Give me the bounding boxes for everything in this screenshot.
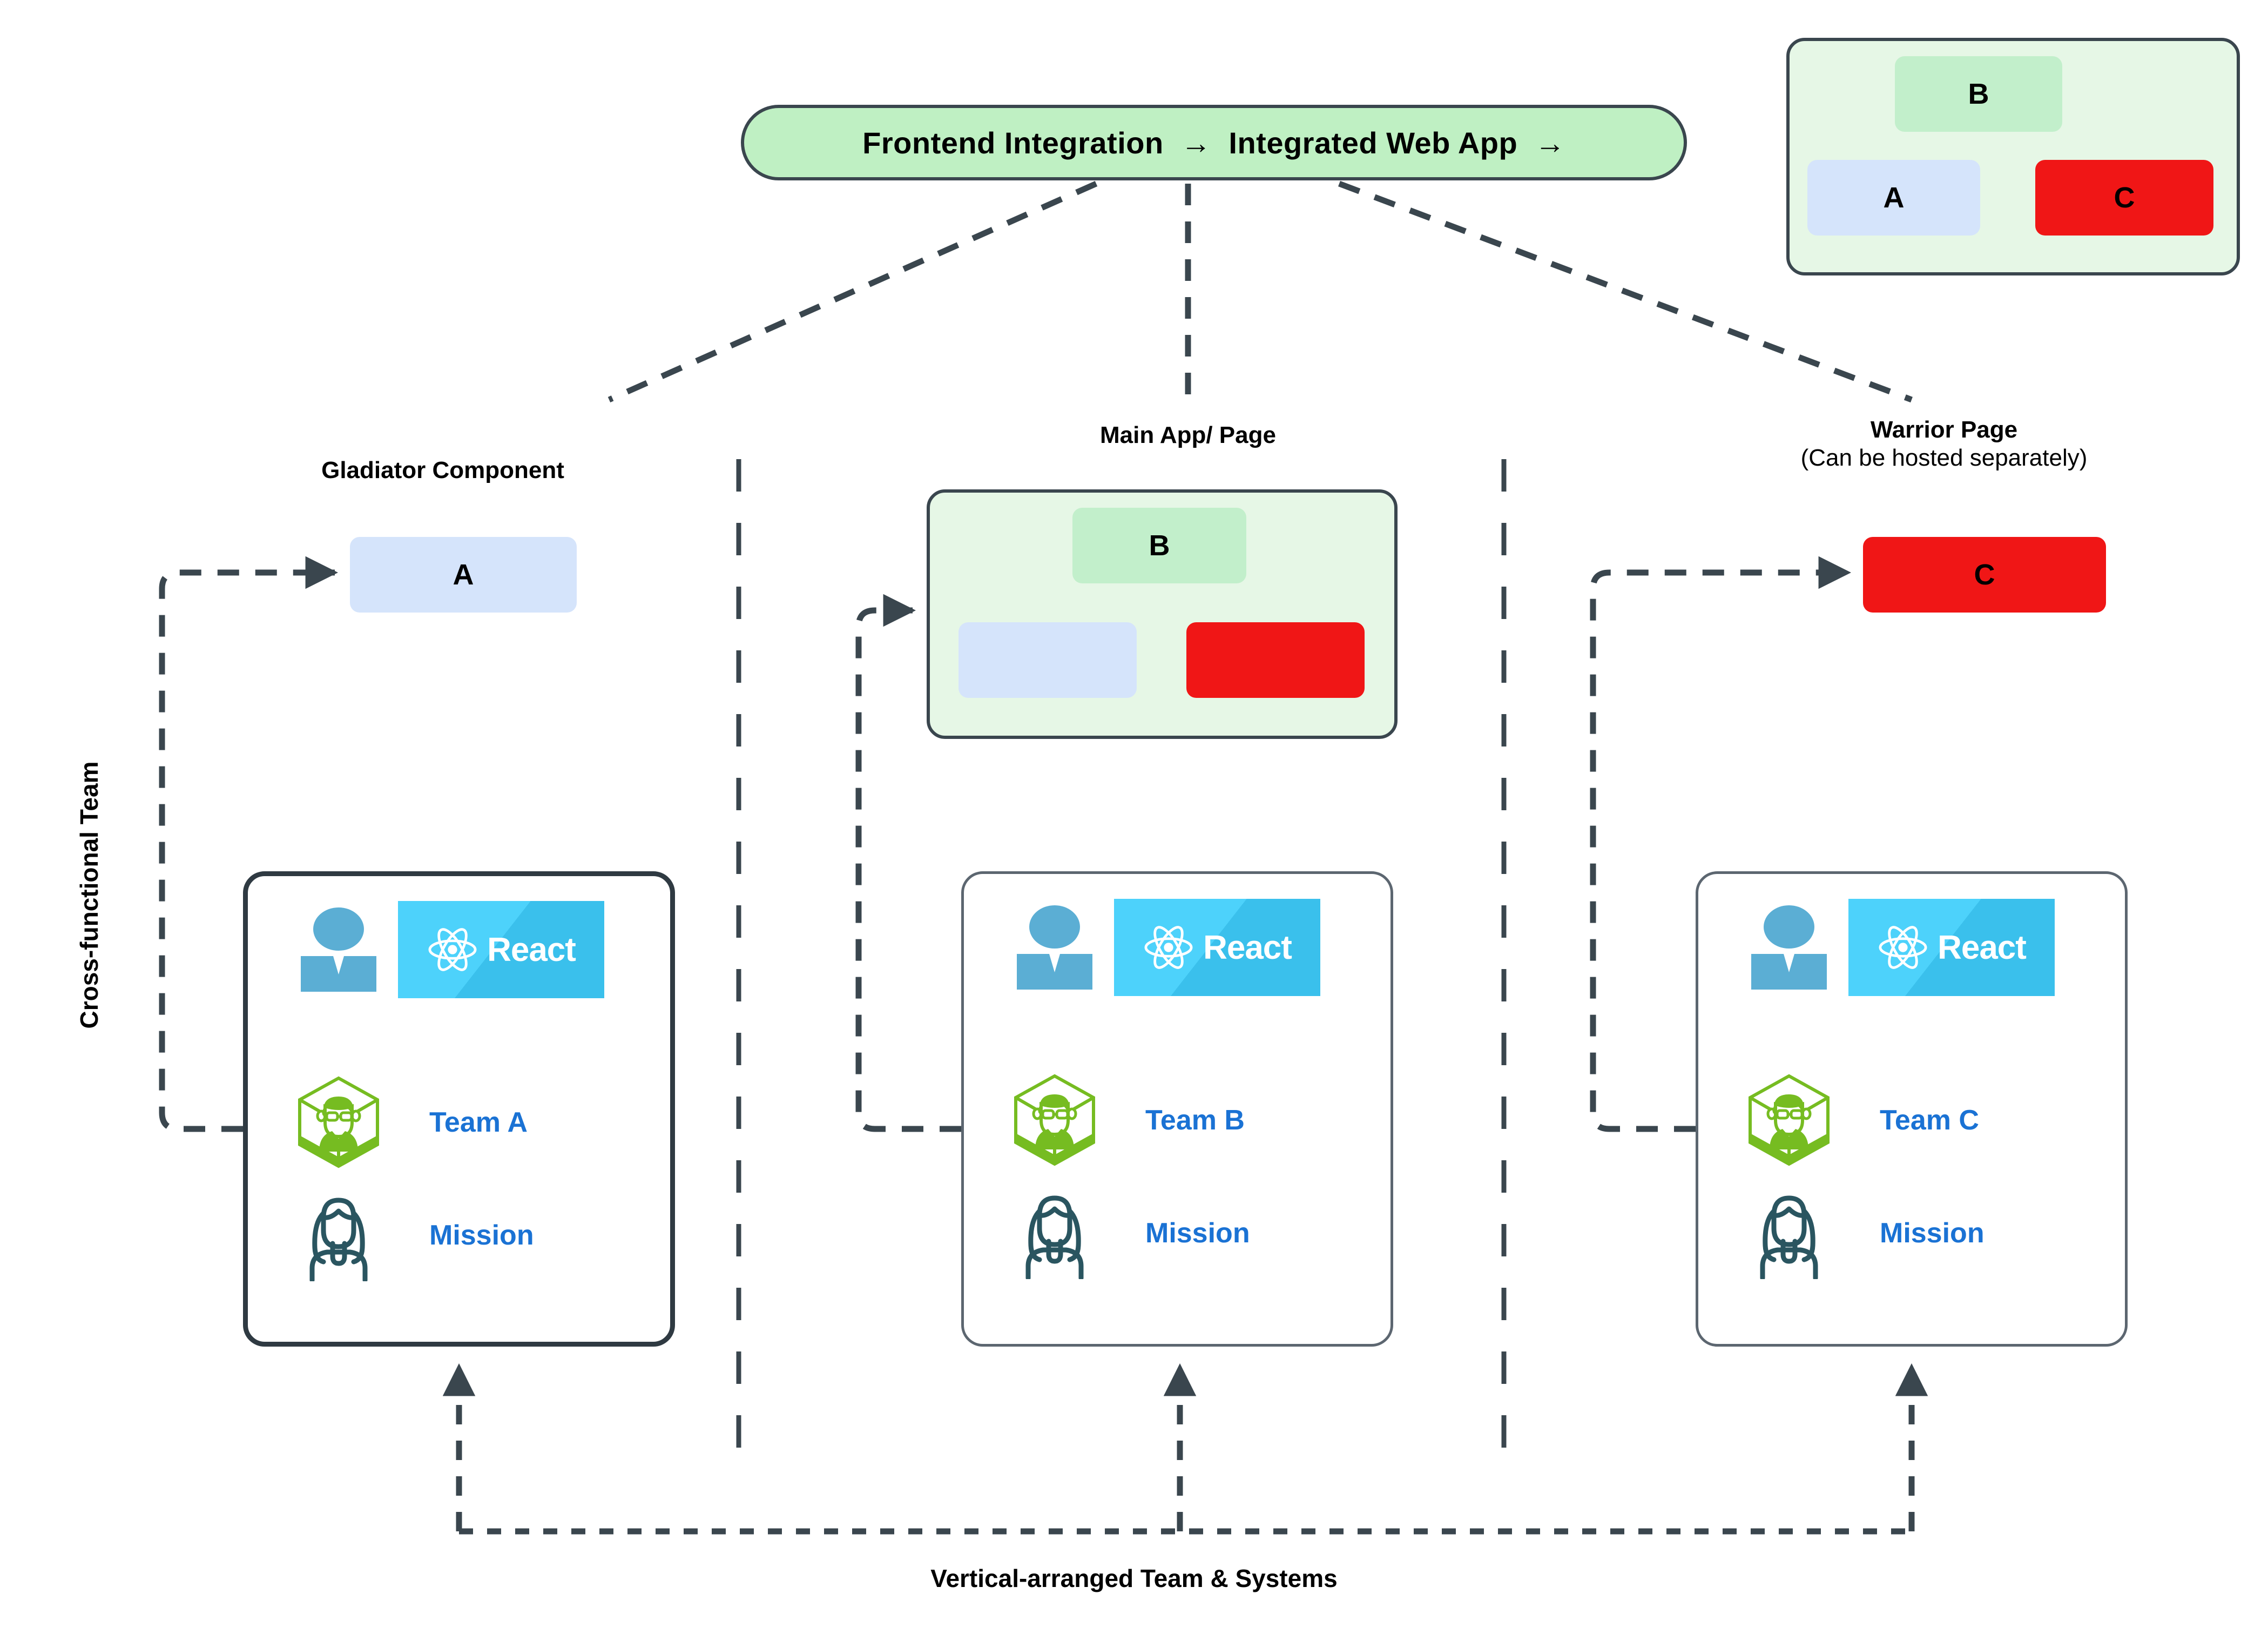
main-app-mockup: B (927, 489, 1398, 739)
team-c-label: Team C (1880, 1104, 1979, 1136)
team-c-tech-row: React (1730, 899, 2055, 996)
integrated-web-app-legend: B A C (1786, 38, 2240, 275)
react-logo-badge: React (398, 901, 604, 998)
column-header-warrior-subtitle: (Can be hosted separately) (1800, 444, 2088, 471)
column-header-gladiator-title: Gladiator Component (321, 457, 564, 483)
wire-team-c-to-block-c (1590, 556, 1852, 1132)
team-a-tech-row: React (279, 901, 604, 998)
team-a-mission-row: Mission (279, 1189, 534, 1281)
wire-team-a-to-block-a (159, 556, 339, 1132)
team-b-name-row: Team B (995, 1073, 1245, 1167)
react-wordmark: React (1938, 929, 2027, 966)
mission-person-icon (279, 1189, 398, 1281)
team-card-a[interactable]: React Team A (243, 871, 675, 1347)
team-b-mission-row: Mission (995, 1187, 1250, 1279)
legend-block-b: B (1895, 56, 2062, 132)
person-avatar-icon (1730, 904, 1848, 991)
developer-hexagon-icon (995, 1073, 1114, 1167)
column-header-warrior: Warrior Page (Can be hosted separately) (1701, 416, 2187, 472)
react-logo-badge: React (1848, 899, 2055, 996)
team-c-mission-label: Mission (1880, 1218, 1985, 1249)
gladiator-block-a: A (350, 537, 577, 613)
developer-hexagon-icon (279, 1075, 398, 1169)
wire-team-b-to-mockup (855, 594, 961, 1132)
mockup-block-a (959, 622, 1137, 698)
react-wordmark: React (487, 931, 576, 969)
wire-banner-to-right (1338, 180, 1913, 403)
team-b-tech-row: React (995, 899, 1320, 996)
banner-frontend-integration[interactable]: Frontend Integration → Integrated Web Ap… (741, 105, 1687, 180)
mission-person-icon (995, 1187, 1114, 1279)
team-b-mission-label: Mission (1145, 1218, 1250, 1249)
vertical-arranged-team-caption: Vertical-arranged Team & Systems (930, 1564, 1338, 1592)
react-wordmark: React (1203, 929, 1292, 966)
team-card-b[interactable]: React Team B (961, 871, 1393, 1347)
column-header-warrior-title: Warrior Page (1870, 416, 2018, 443)
team-a-mission-label: Mission (429, 1220, 534, 1251)
react-atom-icon (428, 928, 477, 971)
mockup-block-b: B (1072, 508, 1246, 583)
react-atom-icon (1144, 926, 1193, 969)
react-logo-badge: React (1114, 899, 1320, 996)
mockup-block-c (1186, 622, 1365, 698)
team-a-label: Team A (429, 1106, 528, 1138)
column-header-gladiator: Gladiator Component (200, 456, 686, 485)
legend-block-c: C (2035, 160, 2213, 236)
column-header-main-app-title: Main App/ Page (1100, 422, 1276, 448)
legend-block-a: A (1807, 160, 1980, 236)
team-c-mission-row: Mission (1730, 1187, 1985, 1279)
team-c-name-row: Team C (1730, 1073, 1979, 1167)
person-avatar-icon (279, 906, 398, 993)
person-avatar-icon (995, 904, 1114, 991)
warrior-block-c: C (1863, 537, 2106, 613)
team-a-name-row: Team A (279, 1075, 528, 1169)
team-card-c[interactable]: React Team C (1696, 871, 2128, 1347)
column-header-main-app: Main App/ Page (945, 421, 1431, 449)
react-atom-icon (1879, 926, 1927, 969)
team-b-label: Team B (1145, 1104, 1245, 1136)
cross-functional-team-caption: Cross-functional Team (75, 761, 103, 1029)
wire-banner-to-left (608, 180, 1098, 403)
mission-person-icon (1730, 1187, 1848, 1279)
developer-hexagon-icon (1730, 1073, 1848, 1167)
